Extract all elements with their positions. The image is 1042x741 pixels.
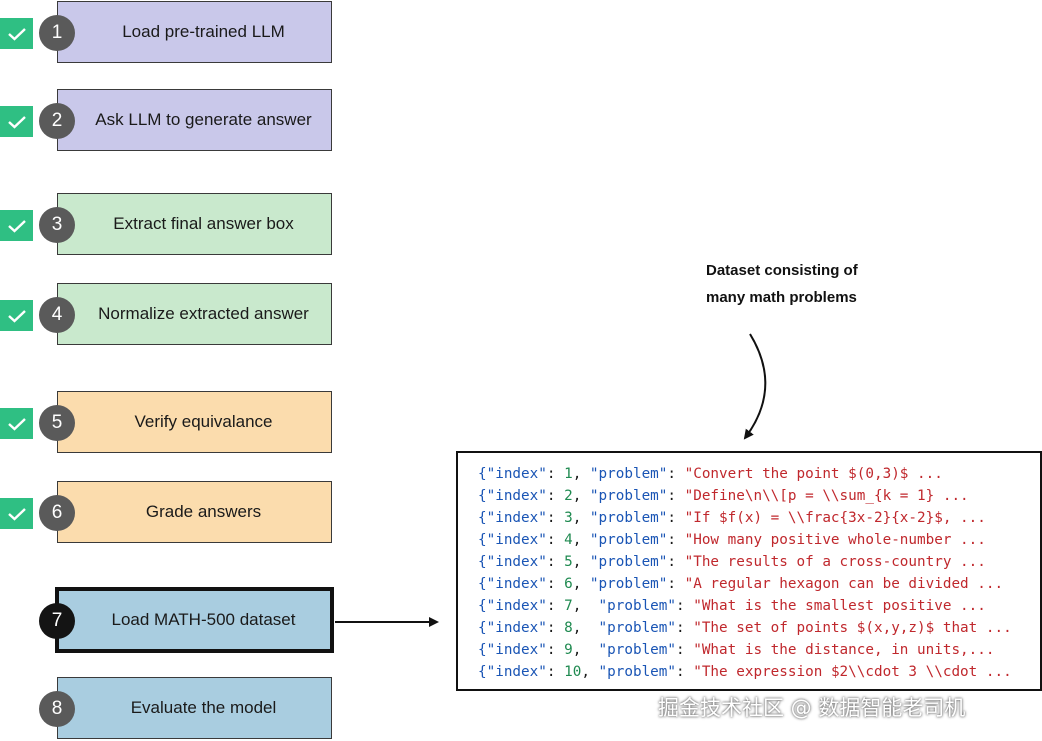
caption-line: Dataset consisting of [706,262,858,279]
dataset-line: {"index": 1, "problem": "Convert the poi… [478,466,943,482]
step-6: 6 Grade answers [0,481,340,545]
dataset-line: {"index": 7, "problem": "What is the sma… [478,598,986,614]
step-box: Load pre-trained LLM [57,1,332,63]
step-box: Verify equivalance [57,391,332,453]
dataset-line: {"index": 5, "problem": "The results of … [478,554,986,570]
step-number-badge: 5 [39,405,75,441]
step-3: 3 Extract final answer box [0,193,340,257]
step-number-badge: 4 [39,297,75,333]
step-8: 8 Evaluate the model [0,677,340,741]
dataset-line: {"index": 10, "problem": "The expression… [478,664,1012,680]
step-number-badge: 1 [39,15,75,51]
checkmark-icon [0,300,33,331]
step-number-badge: 6 [39,495,75,531]
step-number-badge: 2 [39,103,75,139]
checkmark-icon [0,210,33,241]
step-box: Extract final answer box [57,193,332,255]
step-box: Grade answers [57,481,332,543]
dataset-line: {"index": 2, "problem": "Define\n\\[p = … [478,488,969,504]
step-box: Evaluate the model [57,677,332,739]
caption-line: many math problems [706,289,857,306]
dataset-line: {"index": 3, "problem": "If $f(x) = \\fr… [478,510,986,526]
step-4: 4 Normalize extracted answer [0,283,340,347]
step-box: Ask LLM to generate answer [57,89,332,151]
watermark: 掘金技术社区 @ 数据智能老司机 [658,696,966,720]
dataset-line: {"index": 9, "problem": "What is the dis… [478,642,995,658]
dataset-line: {"index": 6, "problem": "A regular hexag… [478,576,1004,592]
checkmark-icon [0,106,33,137]
step-5: 5 Verify equivalance [0,391,340,455]
step-box: Normalize extracted answer [57,283,332,345]
step-number-badge: 3 [39,207,75,243]
caption-pointer-arrow [743,333,767,440]
step-1: 1 Load pre-trained LLM [0,1,340,65]
checkmark-icon [0,408,33,439]
step-7: 7 Load MATH-500 dataset [0,587,340,653]
step-2: 2 Ask LLM to generate answer [0,89,340,153]
checkmark-icon [0,498,33,529]
dataset-preview-box: {"index": 1, "problem": "Convert the poi… [456,451,1042,691]
dataset-line: {"index": 4, "problem": "How many positi… [478,532,986,548]
dataset-caption: Dataset consisting of many math problems [706,257,906,311]
step-number-badge: 7 [39,603,75,639]
dataset-line: {"index": 8, "problem": "The set of poin… [478,620,1012,636]
step-number-badge: 8 [39,691,75,727]
checkmark-icon [0,18,33,49]
